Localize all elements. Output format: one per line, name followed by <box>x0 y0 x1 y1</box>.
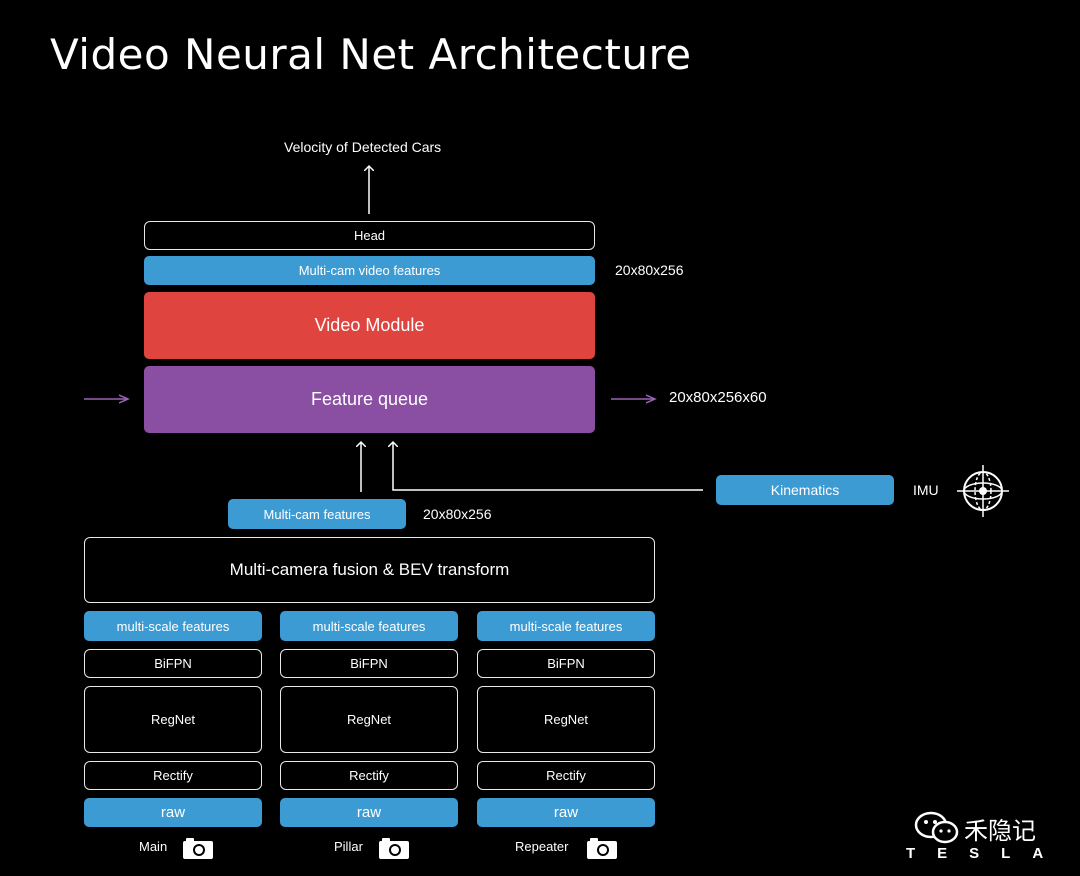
camera-icon <box>587 838 617 859</box>
multiscale-label: multi-scale features <box>312 618 426 634</box>
camera-icon <box>379 838 409 859</box>
imu-label: IMU <box>913 482 939 498</box>
raw-main: raw <box>84 798 262 827</box>
wechat-icon <box>914 811 959 844</box>
watermark-text: 禾隐记 <box>964 817 1036 845</box>
head-block: Head <box>144 221 595 250</box>
kinematics-label: Kinematics <box>770 482 840 498</box>
kinematics-block: Kinematics <box>716 475 894 505</box>
bifpn-label: BiFPN <box>350 656 388 671</box>
rectify-label: Rectify <box>349 768 389 783</box>
tesla-logo: TESLA <box>906 845 1066 862</box>
rectify-pillar: Rectify <box>280 761 458 790</box>
rectify-label: Rectify <box>153 768 193 783</box>
multicam-features-block: Multi-cam features <box>228 499 406 529</box>
multicam-video-features-block: Multi-cam video features <box>144 256 595 285</box>
video-module-label: Video Module <box>314 315 425 335</box>
video-module-block: Video Module <box>144 292 595 359</box>
raw-label: raw <box>356 804 382 821</box>
raw-label: raw <box>160 804 186 821</box>
multicam-video-features-dim: 20x80x256 <box>615 262 684 278</box>
head-label: Head <box>353 228 386 243</box>
bifpn-repeater: BiFPN <box>477 649 655 678</box>
feature-queue-dim: 20x80x256x60 <box>669 389 767 406</box>
rectify-label: Rectify <box>546 768 586 783</box>
rectify-repeater: Rectify <box>477 761 655 790</box>
multiscale-label: multi-scale features <box>509 618 623 634</box>
multiscale-features-main: multi-scale features <box>84 611 262 641</box>
multiscale-label: multi-scale features <box>116 618 230 634</box>
raw-repeater: raw <box>477 798 655 827</box>
regnet-label: RegNet <box>543 712 589 727</box>
bifpn-label: BiFPN <box>154 656 192 671</box>
bifpn-label: BiFPN <box>547 656 585 671</box>
rectify-main: Rectify <box>84 761 262 790</box>
multiscale-features-repeater: multi-scale features <box>477 611 655 641</box>
camera-label-repeater: Repeater <box>515 839 569 854</box>
regnet-label: RegNet <box>346 712 392 727</box>
kinematics-arrow <box>393 442 703 491</box>
fusion-block: Multi-camera fusion & BEV transform <box>84 537 655 603</box>
multicam-features-label: Multi-cam features <box>263 506 371 522</box>
page-title: Video Neural Net Architecture <box>50 30 692 79</box>
bifpn-main: BiFPN <box>84 649 262 678</box>
camera-label-pillar: Pillar <box>334 839 363 854</box>
output-label: Velocity of Detected Cars <box>284 139 442 155</box>
raw-pillar: raw <box>280 798 458 827</box>
multiscale-features-pillar: multi-scale features <box>280 611 458 641</box>
regnet-pillar: RegNet <box>280 686 458 753</box>
feature-queue-block: Feature queue <box>144 366 595 433</box>
multicam-video-features-label: Multi-cam video features <box>298 263 441 278</box>
regnet-main: RegNet <box>84 686 262 753</box>
regnet-label: RegNet <box>150 712 196 727</box>
regnet-repeater: RegNet <box>477 686 655 753</box>
gyroscope-icon <box>957 465 1009 517</box>
fusion-label: Multi-camera fusion & BEV transform <box>229 560 510 579</box>
camera-icon <box>183 838 213 859</box>
feature-queue-label: Feature queue <box>310 389 429 409</box>
raw-label: raw <box>553 804 579 821</box>
bifpn-pillar: BiFPN <box>280 649 458 678</box>
camera-label-main: Main <box>139 839 168 854</box>
multicam-features-dim: 20x80x256 <box>423 506 492 522</box>
